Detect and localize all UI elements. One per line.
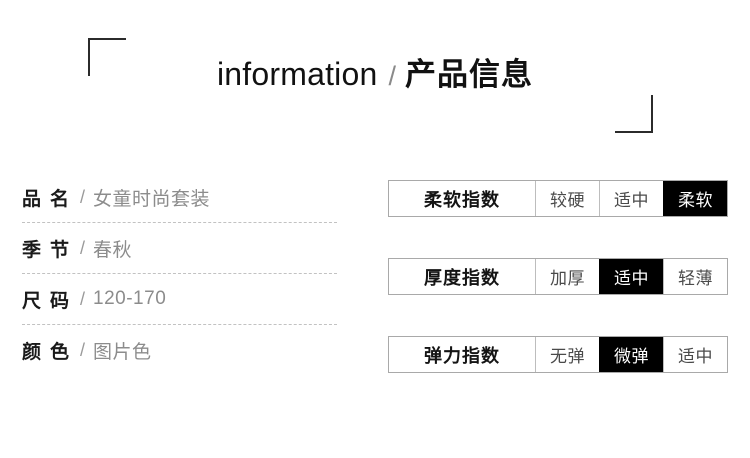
product-index-list: 柔软指数 较硬 适中 柔软 厚度指数 加厚 适中 轻薄 弹力指数 无弹 微弹 适… xyxy=(388,180,728,373)
spec-row: 尺码 / 120-170 xyxy=(22,273,337,324)
spec-value: 图片色 xyxy=(93,341,152,363)
spec-label: 尺码 xyxy=(22,290,79,312)
corner-bracket-top-left-icon xyxy=(88,38,126,76)
spec-row: 季节 / 春秋 xyxy=(22,222,337,273)
index-option[interactable]: 轻薄 xyxy=(663,259,727,294)
product-spec-list: 品名 / 女童时尚套装 季节 / 春秋 尺码 / 120-170 颜色 / 图片… xyxy=(22,172,337,375)
spec-row: 颜色 / 图片色 xyxy=(22,324,337,375)
corner-bracket-bottom-right-icon xyxy=(615,95,653,133)
index-option[interactable]: 无弹 xyxy=(535,337,599,372)
header-block: information / 产品信息 xyxy=(0,0,750,150)
spec-value: 120-170 xyxy=(93,288,167,309)
index-option[interactable]: 加厚 xyxy=(535,259,599,294)
index-option[interactable]: 适中 xyxy=(663,337,727,372)
index-bar-title: 厚度指数 xyxy=(424,267,500,288)
spec-label: 季节 xyxy=(22,239,79,261)
index-bar-thickness: 厚度指数 加厚 适中 轻薄 xyxy=(388,258,728,295)
index-bar-title: 柔软指数 xyxy=(424,189,500,210)
page-title-separator: / xyxy=(388,61,396,91)
spec-separator: / xyxy=(80,186,86,207)
spec-value: 女童时尚套装 xyxy=(93,188,211,210)
index-bar-softness: 柔软指数 较硬 适中 柔软 xyxy=(388,180,728,217)
page-title-chinese: 产品信息 xyxy=(405,57,533,92)
page-title-english: information xyxy=(216,56,378,92)
index-option[interactable]: 适中 xyxy=(599,181,663,216)
index-option-selected[interactable]: 柔软 xyxy=(663,181,727,216)
spec-separator: / xyxy=(80,339,86,360)
spec-label: 颜色 xyxy=(22,341,79,363)
index-option-selected[interactable]: 微弹 xyxy=(599,337,663,372)
index-option-selected[interactable]: 适中 xyxy=(599,259,663,294)
spec-separator: / xyxy=(80,288,86,309)
index-bar-title: 弹力指数 xyxy=(424,345,500,366)
spec-row: 品名 / 女童时尚套装 xyxy=(22,172,337,222)
spec-value: 春秋 xyxy=(93,239,133,261)
spec-separator: / xyxy=(80,237,86,258)
page-title: information / 产品信息 xyxy=(0,58,750,90)
index-bar-elasticity: 弹力指数 无弹 微弹 适中 xyxy=(388,336,728,373)
spec-label: 品名 xyxy=(22,188,79,210)
index-option[interactable]: 较硬 xyxy=(535,181,599,216)
